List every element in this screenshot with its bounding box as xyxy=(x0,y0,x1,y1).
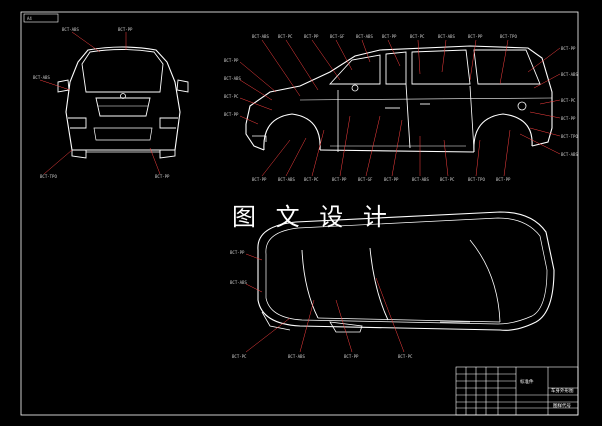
rear-view xyxy=(57,46,189,159)
side-bottom-label-5: BCT-GF xyxy=(358,177,373,182)
side-bottom-label-7: BCT-ABS xyxy=(412,177,429,182)
top-labels: BCT-PP BCT-ABS BCT-PC BCT-ABS BCT-PP BCT… xyxy=(230,250,413,359)
side-top-label-1: BCT-ABS xyxy=(252,34,269,39)
title-block xyxy=(455,366,579,416)
side-top-label-6: BCT-PP xyxy=(382,34,397,39)
rear-label-2: BCT-PP xyxy=(118,27,133,32)
side-bottom-label-2: BCT-ABS xyxy=(278,177,295,182)
drawing-tag-text: A4 xyxy=(27,16,32,21)
side-top-label-3: BCT-PP xyxy=(304,34,319,39)
side-bottom-label-9: BCT-TPO xyxy=(468,177,485,182)
side-left-label-1: BCT-PP xyxy=(224,58,239,63)
side-top-label-4: BCT-GF xyxy=(330,34,345,39)
side-bottom-label-8: BCT-PC xyxy=(440,177,455,182)
rear-leaders xyxy=(39,31,161,175)
side-left-label-2: BCT-ABS xyxy=(224,76,241,81)
drawing-frame xyxy=(20,11,579,416)
side-bottom-label-6: BCT-PP xyxy=(384,177,399,182)
top-left-label-2: BCT-ABS xyxy=(230,280,247,285)
top-bottom-label-1: BCT-PC xyxy=(232,354,247,359)
side-left-label-4: BCT-PP xyxy=(224,112,239,117)
side-bottom-label-10: BCT-PP xyxy=(496,177,511,182)
top-leaders xyxy=(245,253,405,353)
side-top-label-5: BCT-ABS xyxy=(356,34,373,39)
side-right-label-5: BCT-TPO xyxy=(561,134,578,139)
side-right-label-6: BCT-ABS xyxy=(561,152,578,157)
top-bottom-label-3: BCT-PP xyxy=(344,354,359,359)
side-top-label-2: BCT-PC xyxy=(278,34,293,39)
side-top-label-8: BCT-ABS xyxy=(438,34,455,39)
side-top-label-10: BCT-TPO xyxy=(500,34,517,39)
side-right-label-3: BCT-PC xyxy=(561,98,576,103)
rear-label-5: BCT-TPO xyxy=(40,174,57,179)
rear-label-1: BCT-ABS xyxy=(62,27,79,32)
side-labels: BCT-ABS BCT-PC BCT-PP BCT-GF BCT-ABS BCT… xyxy=(224,34,578,182)
side-right-label-2: BCT-ABS xyxy=(561,72,578,77)
rear-label-4: BCT-PP xyxy=(155,174,170,179)
drawing-tag: A4 xyxy=(23,13,59,23)
side-right-label-1: BCT-PP xyxy=(561,46,576,51)
top-bottom-label-4: BCT-PC xyxy=(398,354,413,359)
side-left-label-3: BCT-PC xyxy=(224,94,239,99)
side-leaders xyxy=(239,39,561,177)
side-top-label-9: BCT-PP xyxy=(468,34,483,39)
side-bottom-label-1: BCT-PP xyxy=(252,177,267,182)
top-view xyxy=(257,211,555,333)
side-right-label-4: BCT-PP xyxy=(561,116,576,121)
rear-label-3: BCT-ABS xyxy=(33,75,50,80)
top-bottom-label-2: BCT-ABS xyxy=(288,354,305,359)
watermark-text: 图 文 设 计 xyxy=(232,203,393,231)
side-top-label-7: BCT-PC xyxy=(410,34,425,39)
title-block-label-bottom: 图样代号 xyxy=(553,402,571,409)
side-bottom-label-4: BCT-PP xyxy=(332,177,347,182)
title-block-label-top: 标准件 xyxy=(520,378,534,385)
side-bottom-label-3: BCT-PC xyxy=(304,177,319,182)
rear-labels: BCT-ABS BCT-PP BCT-ABS BCT-PP BCT-TPO xyxy=(33,27,170,179)
top-left-label-1: BCT-PP xyxy=(230,250,245,255)
title-block-drawing-name: 车身外形图 xyxy=(551,387,574,394)
